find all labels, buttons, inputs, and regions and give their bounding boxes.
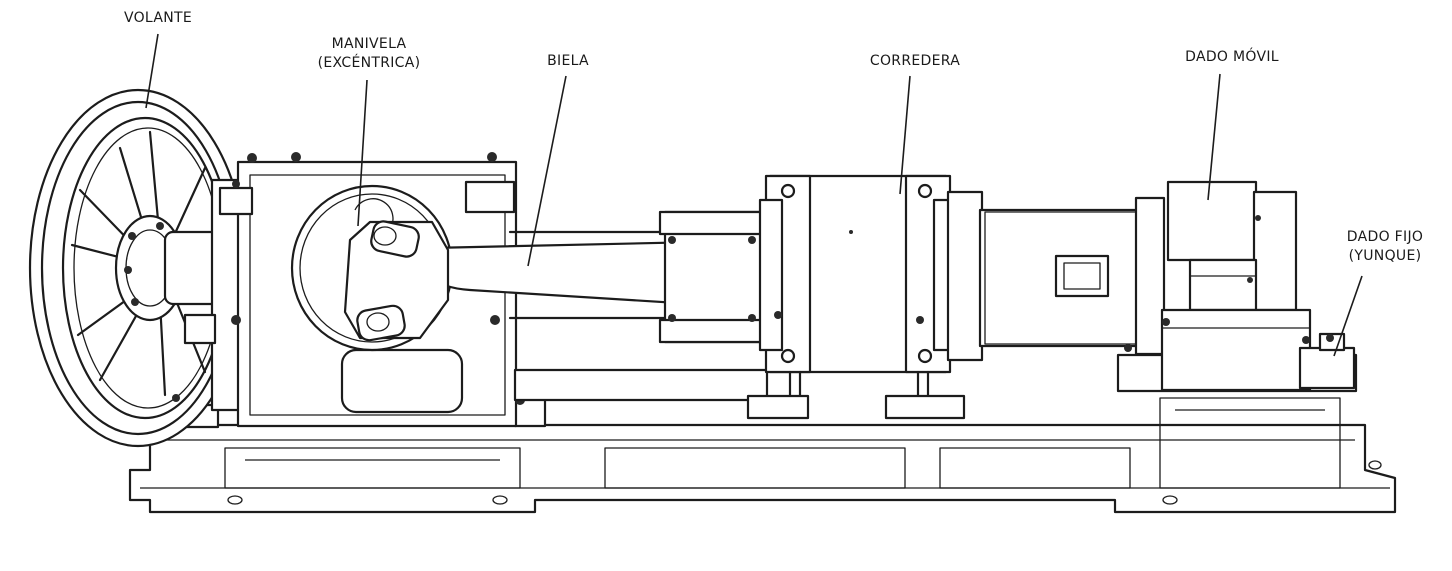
- leader-corredera: [899, 75, 911, 195]
- label-manivela-line1: MANIVELA: [331, 36, 407, 52]
- label-dado-movil-text: DADO MÓVIL: [1185, 49, 1279, 65]
- fixed-die-anvil: [1116, 308, 1358, 393]
- leader-volante: [145, 33, 159, 109]
- leader-manivela: [357, 79, 368, 227]
- moving-die: [1166, 180, 1298, 312]
- label-dado-fijo-line1: DADO FIJO: [1346, 229, 1424, 245]
- label-biela-text: BIELA: [547, 53, 589, 69]
- crosshead-housing: [658, 210, 775, 344]
- label-manivela-line2: (EXCÉNTRICA): [317, 55, 421, 71]
- label-corredera: CORREDERA: [870, 52, 960, 71]
- slide-block: [746, 174, 966, 420]
- guide-rails: [508, 230, 769, 402]
- ram: [946, 190, 1166, 362]
- label-dado-movil: DADO MÓVIL: [1185, 48, 1279, 67]
- label-biela: BIELA: [547, 52, 589, 71]
- label-volante-text: VOLANTE: [123, 10, 193, 26]
- label-manivela: MANIVELA (EXCÉNTRICA): [318, 35, 421, 73]
- leader-dado-fijo: [1333, 275, 1363, 357]
- label-volante: VOLANTE: [124, 9, 192, 28]
- leader-lines: [145, 33, 1363, 357]
- label-dado-fijo-line2: (YUNQUE): [1348, 248, 1422, 264]
- leader-dado-movil: [1207, 73, 1221, 201]
- leader-biela: [527, 75, 567, 267]
- label-corredera-text: CORREDERA: [869, 53, 961, 69]
- label-dado-fijo: DADO FIJO (YUNQUE): [1347, 228, 1423, 266]
